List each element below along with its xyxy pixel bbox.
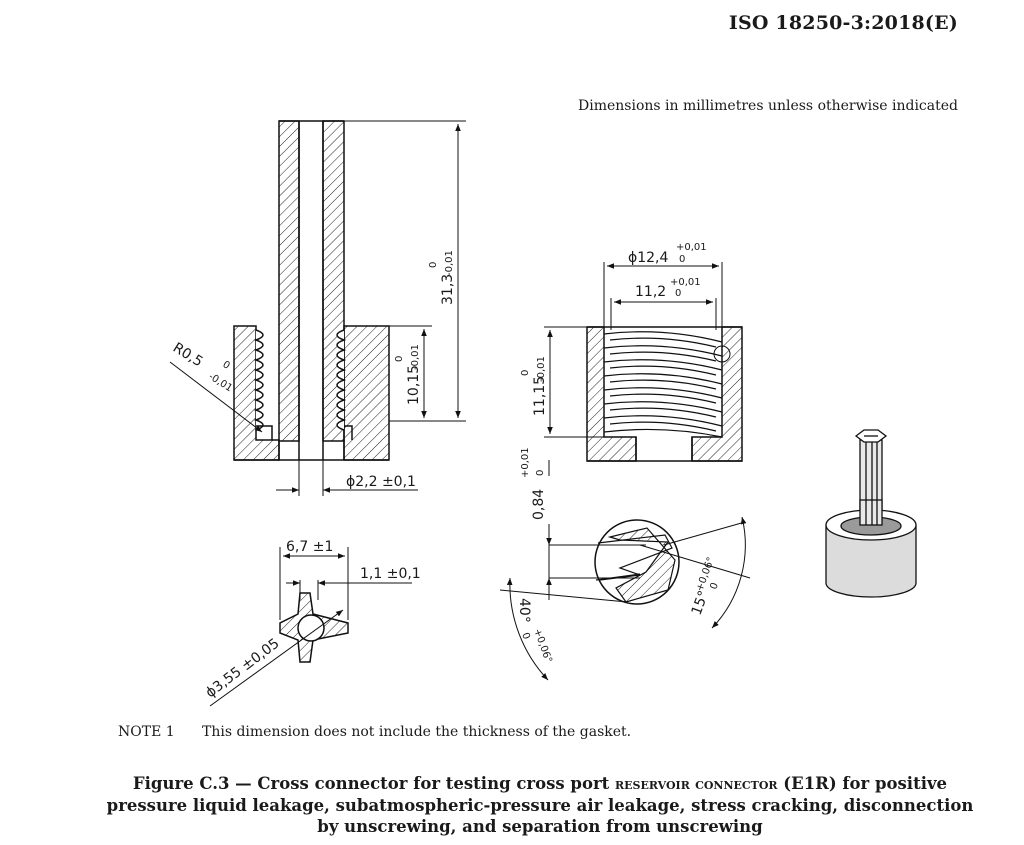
dim-6-7: 6,7 ±1 bbox=[286, 539, 333, 555]
dim-0-84-tol-upper: +0,01 bbox=[520, 447, 531, 478]
radius-tol-lower: -0,01 bbox=[206, 371, 234, 394]
angle-40-tol-lower: 0 bbox=[519, 631, 532, 641]
dim-31-3-tol-upper: 0 bbox=[428, 262, 439, 268]
dim-0-84-tol-lower: 0 bbox=[535, 470, 546, 476]
note-label: NOTE 1 bbox=[118, 724, 175, 740]
radius-tol-upper: 0 bbox=[220, 359, 231, 372]
document-id: ISO 18250-3:2018(E) bbox=[728, 12, 958, 34]
note-text: This dimension does not include the thic… bbox=[202, 724, 632, 740]
dia-12-4: ϕ12,4 bbox=[628, 250, 669, 266]
dim-11-2-tol-upper: +0,01 bbox=[670, 277, 701, 288]
dim-11-2-tol-lower: 0 bbox=[675, 288, 681, 299]
angle-40: 40° bbox=[516, 598, 532, 623]
cross-end-view bbox=[279, 592, 349, 663]
dim-11-15: 11,15 bbox=[532, 376, 548, 416]
right-section-view bbox=[544, 262, 743, 462]
caption-line-2: pressure liquid leakage, subatmospheric-… bbox=[106, 796, 974, 815]
note-row: NOTE 1 This dimension does not include th… bbox=[118, 724, 631, 740]
dim-11-15-tol-upper: 0 bbox=[520, 370, 531, 376]
dim-10-15: 10,15 bbox=[406, 365, 422, 405]
caption-line-1: Figure C.3 — Cross connector for testing… bbox=[132, 774, 948, 793]
dim-31-3: 31,3 bbox=[440, 274, 456, 305]
angle-15-tol-lower: 0 bbox=[708, 581, 721, 591]
caption-small-caps: reservoir connector bbox=[615, 775, 778, 793]
dimensions-note: Dimensions in millimetres unless otherwi… bbox=[578, 98, 958, 114]
dim-10-15-tol-upper: 0 bbox=[394, 356, 405, 362]
thread-detail-view bbox=[594, 519, 680, 605]
dim-11-15-tol-lower: -0,01 bbox=[536, 356, 547, 382]
dim-11-2: 11,2 bbox=[635, 284, 666, 300]
isometric-view bbox=[825, 429, 917, 598]
dia-12-4-tol-lower: 0 bbox=[679, 254, 685, 265]
angle-40-tol-upper: +0,06° bbox=[531, 627, 554, 664]
dia-2-2: ϕ2,2 ±0,1 bbox=[346, 474, 416, 490]
dim-1-1: 1,1 ±0,1 bbox=[360, 566, 421, 582]
dia-12-4-tol-upper: +0,01 bbox=[676, 242, 707, 253]
dia-3-55: ϕ3,55 ±0,05 bbox=[203, 636, 283, 702]
dim-31-3-tol-lower: -0,01 bbox=[444, 250, 455, 276]
dim-0-84: 0,84 bbox=[531, 489, 547, 520]
caption-line-3: by unscrewing, and separation from unscr… bbox=[317, 817, 763, 836]
dim-10-15-tol-lower: -0,01 bbox=[410, 344, 421, 370]
figure-caption: Figure C.3 — Cross connector for testing… bbox=[80, 773, 1000, 837]
left-section-view bbox=[233, 120, 466, 496]
angle-15: 15° bbox=[689, 589, 713, 618]
